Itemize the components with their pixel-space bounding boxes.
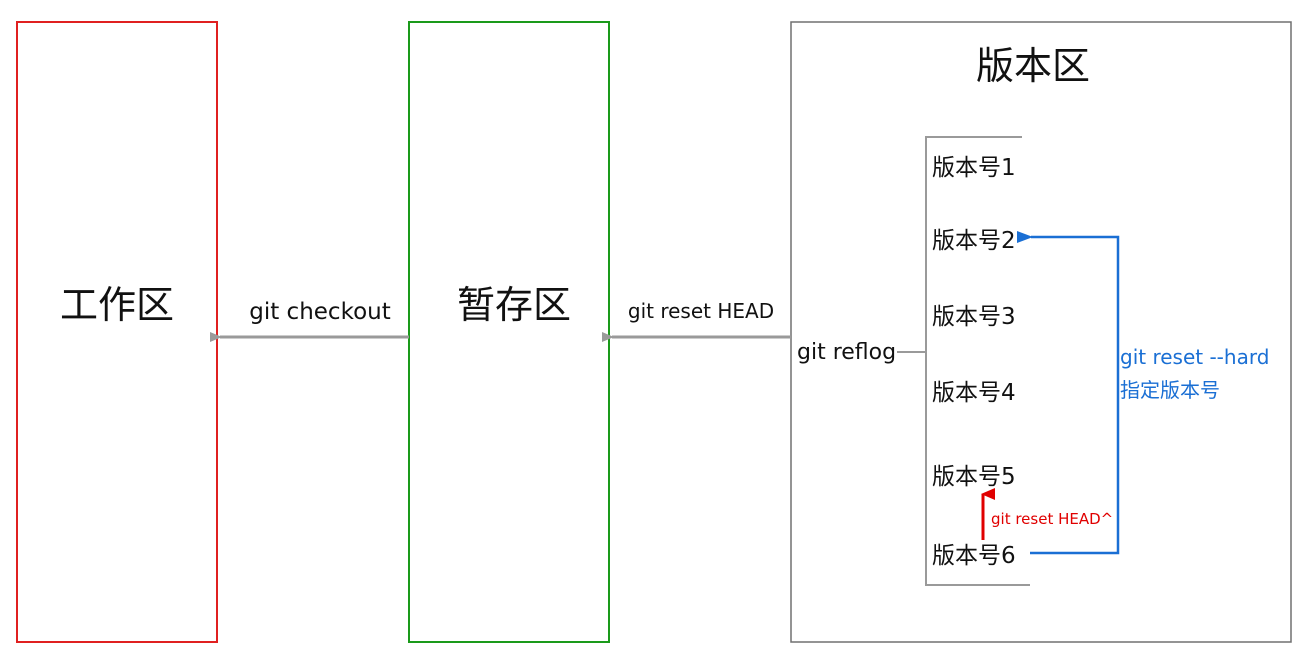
reset-hard-label-line2: 指定版本号 xyxy=(1120,378,1220,402)
version-item-3: 版本号3 xyxy=(932,304,1016,330)
version-item-2: 版本号2 xyxy=(932,228,1016,254)
reset-head-label: git reset HEAD xyxy=(628,299,774,323)
version-list: 版本号1 版本号2 版本号3 版本号4 版本号5 版本号6 xyxy=(932,155,1016,569)
version-item-6: 版本号6 xyxy=(932,543,1016,569)
reflog-label: git reflog xyxy=(797,340,896,365)
staging-area-box xyxy=(408,21,610,643)
staging-area-label: 暂存区 xyxy=(457,283,571,327)
version-item-1: 版本号1 xyxy=(932,155,1016,181)
version-item-4: 版本号4 xyxy=(932,380,1016,406)
reset-hard-label-line1: git reset --hard xyxy=(1120,345,1269,369)
repository-area-label: 版本区 xyxy=(976,44,1090,88)
version-item-5: 版本号5 xyxy=(932,464,1016,490)
working-area-box xyxy=(16,21,218,643)
checkout-label: git checkout xyxy=(249,299,391,325)
working-area-label: 工作区 xyxy=(60,283,174,327)
reset-hard-arrow xyxy=(1017,231,1120,555)
reset-caret-label: git reset HEAD^ xyxy=(991,510,1113,528)
version-bracket xyxy=(925,136,1030,586)
repository-area-box xyxy=(790,21,1292,643)
